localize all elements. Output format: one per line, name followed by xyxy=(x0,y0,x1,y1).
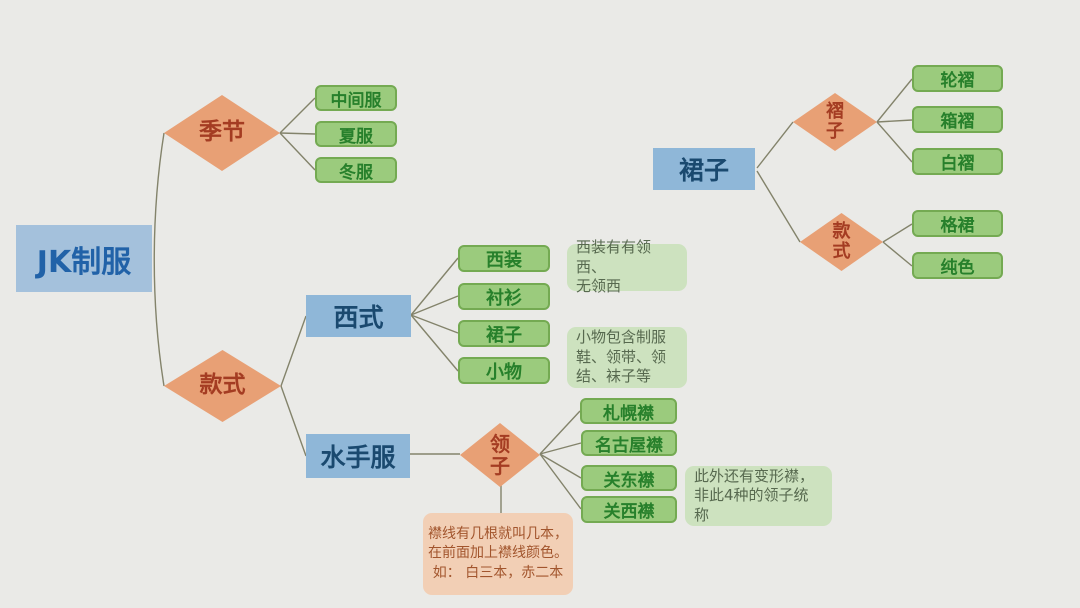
collar-item-nagoya: 名古屋襟 xyxy=(581,430,677,456)
skirt-style-item-solid: 纯色 xyxy=(912,252,1003,279)
season-item-summer-uniform: 夏服 xyxy=(315,121,397,147)
note-collar-lines: 襟线有几根就叫几本， 在前面加上襟线颜色。 如： 白三本，赤二本 xyxy=(423,513,573,595)
note-suit-types: 西装有有领西、 无领西 xyxy=(567,238,687,295)
note-collar-variants: 此外还有变形襟， 非此4种的领子统 称 xyxy=(685,466,832,526)
sailor-uniform-node: 水手服 xyxy=(306,434,410,478)
western-item-shirt: 衬衫 xyxy=(458,283,550,310)
western-item-accessories: 小物 xyxy=(458,357,550,384)
note-accessories-contents: 小物包含制服 鞋、领带、领 结、袜子等 xyxy=(567,327,687,388)
root-node-jk-uniform: JK制服 xyxy=(16,225,152,292)
pleat-item-knife-pleat: 轮褶 xyxy=(912,65,1003,92)
collar-item-sapporo: 札幌襟 xyxy=(580,398,677,424)
western-item-skirt: 裙子 xyxy=(458,320,550,347)
western-item-suit: 西装 xyxy=(458,245,550,272)
western-style-node: 西式 xyxy=(306,295,411,337)
skirt-node: 裙子 xyxy=(653,148,755,190)
skirt-style-item-plaid: 格裙 xyxy=(912,210,1003,237)
collar-item-kanto: 关东襟 xyxy=(581,465,677,491)
pleat-item-white-pleat: 白褶 xyxy=(912,148,1003,175)
season-item-winter-uniform: 冬服 xyxy=(315,157,397,183)
collar-item-kansai: 关西襟 xyxy=(581,496,677,523)
season-item-middle-uniform: 中间服 xyxy=(315,85,397,111)
pleat-item-box-pleat: 箱褶 xyxy=(912,106,1003,133)
